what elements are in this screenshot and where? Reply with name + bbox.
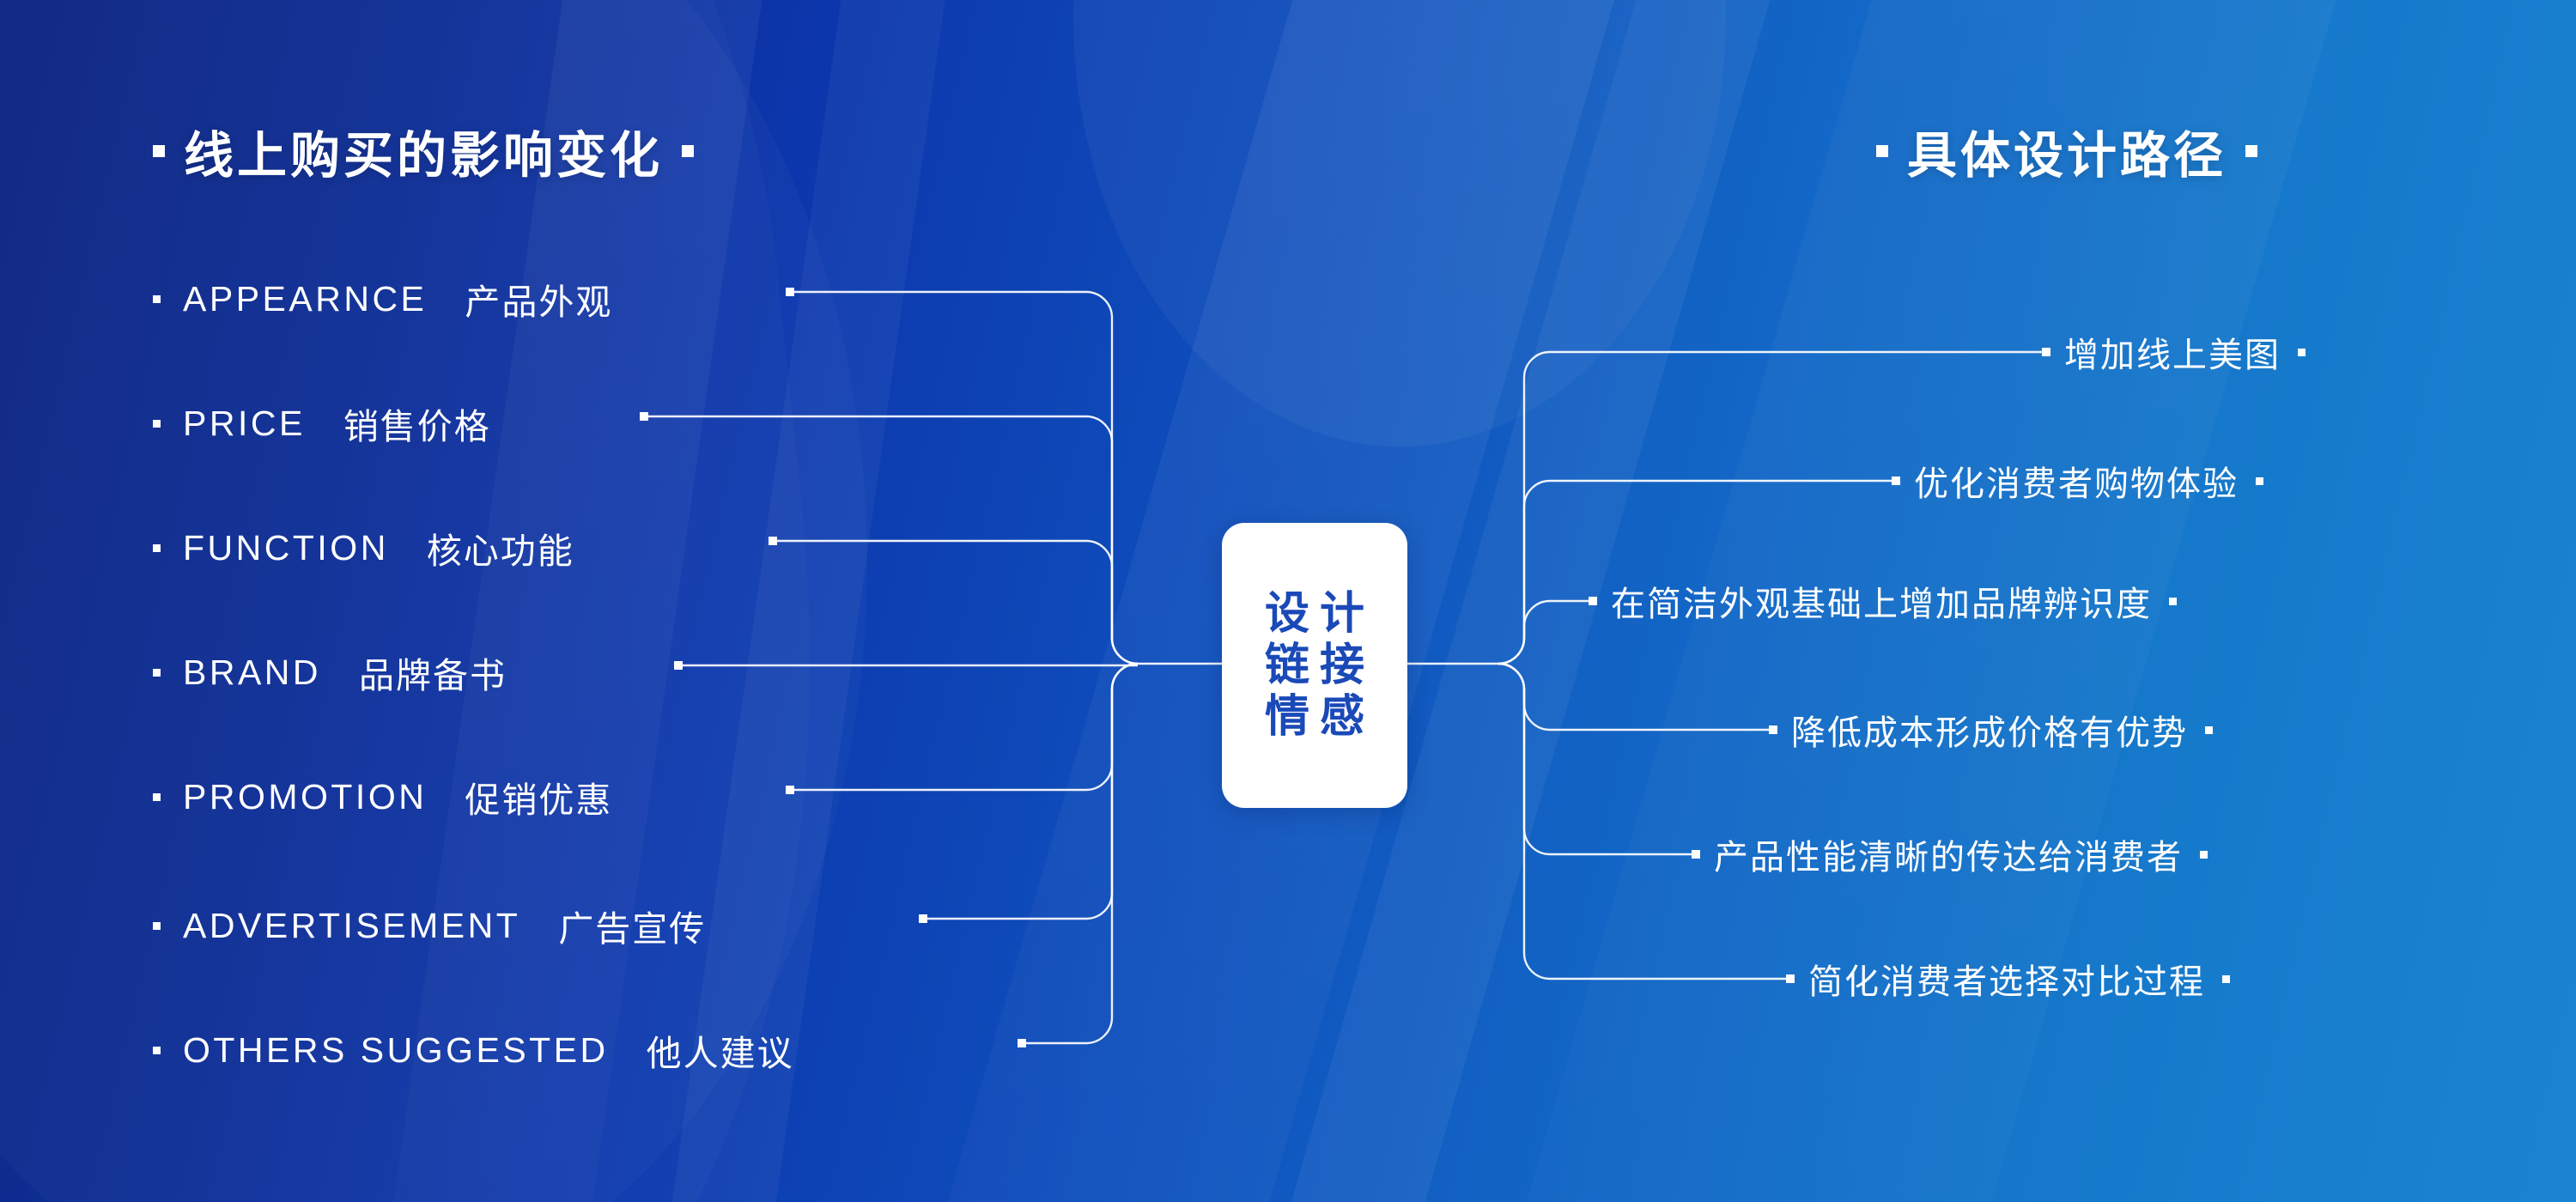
center-node-line-1: 设计 xyxy=(1264,588,1375,639)
center-node-line-2: 链接 xyxy=(1264,640,1375,690)
right-item-label: 在简洁外观基础上增加品牌辨识度 xyxy=(1611,586,2152,623)
right-wire-dot-6 xyxy=(1786,974,1795,983)
left-item-bullet-icon xyxy=(153,668,161,677)
left-wire-3 xyxy=(773,539,1139,665)
right-wire-3 xyxy=(1498,599,1592,665)
right-item-label: 增加线上美图 xyxy=(2064,337,2281,374)
left-item-bullet-icon xyxy=(153,792,161,801)
right-wire-6 xyxy=(1498,662,1789,980)
right-wire-dot-2 xyxy=(1892,477,1900,485)
left-wire-dot-2 xyxy=(640,412,648,421)
left-wire-dot-6 xyxy=(919,914,927,923)
center-node-line-3: 情感 xyxy=(1264,692,1375,743)
right-item-6[interactable]: 简化消费者选择对比过程 xyxy=(1808,954,2230,1004)
left-item-price[interactable]: PRICE 销售价格 xyxy=(153,398,491,449)
left-item-label-cn: 核心功能 xyxy=(426,531,574,571)
left-item-label-en: PRICE xyxy=(183,403,306,443)
left-wire-dot-3 xyxy=(769,537,777,545)
left-wire-dot-4 xyxy=(674,661,683,670)
right-item-label: 降低成本形成价格有优势 xyxy=(1791,714,2188,752)
left-item-label-cn: 销售价格 xyxy=(343,407,491,446)
left-wire-6 xyxy=(923,662,1139,920)
right-wire-4 xyxy=(1498,662,1772,732)
left-item-bullet-icon xyxy=(153,294,161,303)
right-wire-5 xyxy=(1498,662,1695,856)
left-item-label-en: BRAND xyxy=(183,652,322,692)
left-item-promotion[interactable]: PROMOTION 促销优惠 xyxy=(153,771,612,823)
left-item-bullet-icon xyxy=(153,1046,161,1054)
right-wire-dot-4 xyxy=(1769,725,1777,734)
left-item-brand[interactable]: BRAND 品牌备书 xyxy=(153,647,507,698)
right-item-bullet-icon xyxy=(2256,477,2263,485)
right-item-2[interactable]: 优化消费者购物体验 xyxy=(1914,456,2263,506)
right-item-label: 产品性能清晰的传达给消费者 xyxy=(1714,839,2183,877)
left-wire-dot-1 xyxy=(786,288,794,296)
title-bullet-square-left-end xyxy=(682,145,695,157)
left-item-label-en: PROMOTION xyxy=(183,776,428,817)
left-item-label-en: APPEARNCE xyxy=(183,278,428,319)
left-item-function[interactable]: FUNCTION 核心功能 xyxy=(153,522,574,574)
left-wire-5 xyxy=(790,662,1139,792)
right-item-5[interactable]: 产品性能清晰的传达给消费者 xyxy=(1714,829,2208,879)
left-item-appearnce[interactable]: APPEARNCE 产品外观 xyxy=(153,273,612,325)
right-wire-dot-5 xyxy=(1692,850,1700,859)
left-item-bullet-icon xyxy=(153,419,161,428)
center-node[interactable]: 设计 链接 情感 xyxy=(1222,523,1407,808)
left-item-label-cn: 促销优惠 xyxy=(465,780,613,820)
section-title-right-text: 具体设计路径 xyxy=(1907,128,2227,184)
right-wire-dot-1 xyxy=(2042,348,2050,356)
section-title-left: 线上购买的影响变化 xyxy=(153,115,695,187)
right-item-3[interactable]: 在简洁外观基础上增加品牌辨识度 xyxy=(1611,576,2177,626)
left-item-label-en: OTHERS SUGGESTED xyxy=(183,1029,609,1070)
left-wire-dot-5 xyxy=(786,786,794,794)
right-item-bullet-icon xyxy=(2222,974,2230,983)
left-item-label-en: ADVERTISEMENT xyxy=(183,905,521,945)
left-item-others-suggested[interactable]: OTHERS SUGGESTED 他人建议 xyxy=(153,1024,794,1076)
right-item-label: 简化消费者选择对比过程 xyxy=(1808,963,2205,1001)
left-item-label-cn: 广告宣传 xyxy=(558,909,707,949)
title-bullet-square-right xyxy=(1876,145,1888,157)
right-item-bullet-icon xyxy=(2298,348,2306,356)
section-title-left-text: 线上购买的影响变化 xyxy=(184,128,664,184)
left-wire-7 xyxy=(1022,662,1139,1045)
right-wire-dot-3 xyxy=(1589,597,1597,605)
left-item-label-cn: 品牌备书 xyxy=(359,656,507,695)
right-item-label: 优化消费者购物体验 xyxy=(1914,465,2239,503)
section-title-right: 具体设计路径 xyxy=(1876,115,2258,187)
left-item-label-cn: 他人建议 xyxy=(646,1034,794,1073)
right-item-bullet-icon xyxy=(2169,597,2177,605)
right-item-4[interactable]: 降低成本形成价格有优势 xyxy=(1791,705,2213,755)
left-wire-1 xyxy=(790,290,1139,665)
right-item-bullet-icon xyxy=(2205,725,2213,734)
left-item-bullet-icon xyxy=(153,921,161,930)
left-item-advertisement[interactable]: ADVERTISEMENT 广告宣传 xyxy=(153,900,706,951)
left-item-bullet-icon xyxy=(153,543,161,552)
right-wire-2 xyxy=(1498,479,1895,665)
left-wire-dot-7 xyxy=(1018,1039,1026,1047)
right-item-bullet-icon xyxy=(2200,850,2208,859)
title-bullet-square-left xyxy=(153,145,165,157)
left-item-label-cn: 产品外观 xyxy=(465,282,613,322)
left-item-label-en: FUNCTION xyxy=(183,527,389,568)
title-bullet-square-right-end xyxy=(2245,145,2258,157)
right-item-1[interactable]: 增加线上美图 xyxy=(2064,327,2306,377)
